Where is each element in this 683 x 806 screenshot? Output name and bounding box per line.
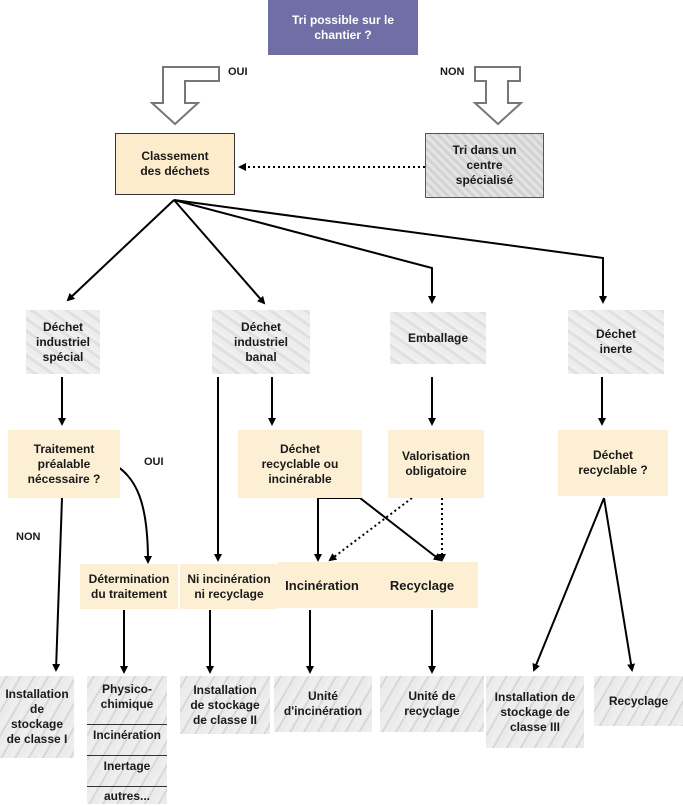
dest-physico-stack: [87, 676, 167, 804]
category-dis: Déchet industriel spécial: [26, 310, 100, 374]
decision-recyclable: Déchet recyclable ?: [558, 430, 668, 496]
answer-oui-top: OUI: [228, 66, 248, 78]
decision-recyclable-incinerable: Déchet recyclable ou incinérable: [238, 430, 362, 498]
category-inerte: Déchet inerte: [568, 310, 664, 374]
dest-stockage-1: Installation de stockage de classe I: [0, 676, 74, 758]
edge-to-inerte: [173, 199, 607, 304]
decision-valorisation: Valorisation obligatoire: [388, 430, 484, 498]
answer-non-mid: NON: [16, 531, 41, 543]
oui-big-arrow: [149, 66, 220, 126]
edge-traitement-non: [52, 497, 63, 672]
edge-ri-recyc: [318, 497, 442, 562]
category-dib: Déchet industriel banal: [212, 310, 310, 374]
start-question: Tri possible sur le chantier ?: [268, 0, 418, 55]
treatment-recyclage: Recyclage: [366, 562, 478, 608]
tri-centre-box: Tri dans un centre spécialisé: [425, 133, 544, 198]
dest-unite-recyclage: Unité de recyclage: [380, 676, 484, 732]
dest-physico-autres: autres...: [87, 786, 167, 804]
dest-physico-incineration: Incinération: [87, 724, 167, 754]
treatment-determination: Détermination du traitement: [80, 564, 178, 609]
edge-to-dis: [66, 199, 175, 302]
edge-dr-stock3: [532, 497, 605, 672]
answer-non-top: NON: [440, 66, 465, 78]
treatment-incineration: Incinération: [278, 562, 366, 608]
edge-to-emballage: [173, 199, 436, 304]
category-emballage: Emballage: [390, 312, 486, 364]
non-big-arrow: [472, 66, 524, 126]
treatment-ni: Ni incinération ni recyclage: [180, 564, 278, 609]
edge-to-dib: [173, 199, 266, 305]
dest-physico-chimique: Physico- chimique: [100, 682, 154, 711]
answer-oui-mid: OUI: [144, 456, 164, 468]
classement-box: Classement des déchets: [115, 133, 235, 195]
decision-traitement: Traitement préalable nécessaire ?: [8, 430, 120, 498]
dest-physico-inertage: Inertage: [87, 755, 167, 785]
edge-dr-recyclage: [603, 497, 635, 672]
dest-stockage-3: Installation de stockage de classe III: [486, 676, 584, 748]
dest-recyclage: Recyclage: [594, 676, 683, 726]
dest-unite-incineration: Unité d'incinération: [274, 676, 372, 732]
dest-stockage-2: Installation de stockage de classe II: [180, 676, 270, 734]
edge-valor-incin: [328, 497, 413, 562]
